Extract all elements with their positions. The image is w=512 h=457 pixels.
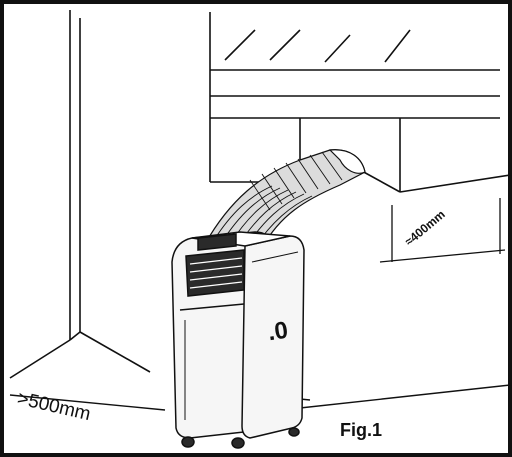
exhaust-hose-icon [204,149,366,249]
window-clearance-dimension [379,198,506,263]
figure-caption: Fig.1 [340,420,383,440]
portable-air-conditioner-icon [171,231,305,449]
air-vent-grille [185,249,245,297]
left-wall [9,10,151,379]
caster-wheels [181,427,300,449]
window-icon [209,12,511,193]
unit-panel-text: .0 [266,316,290,347]
